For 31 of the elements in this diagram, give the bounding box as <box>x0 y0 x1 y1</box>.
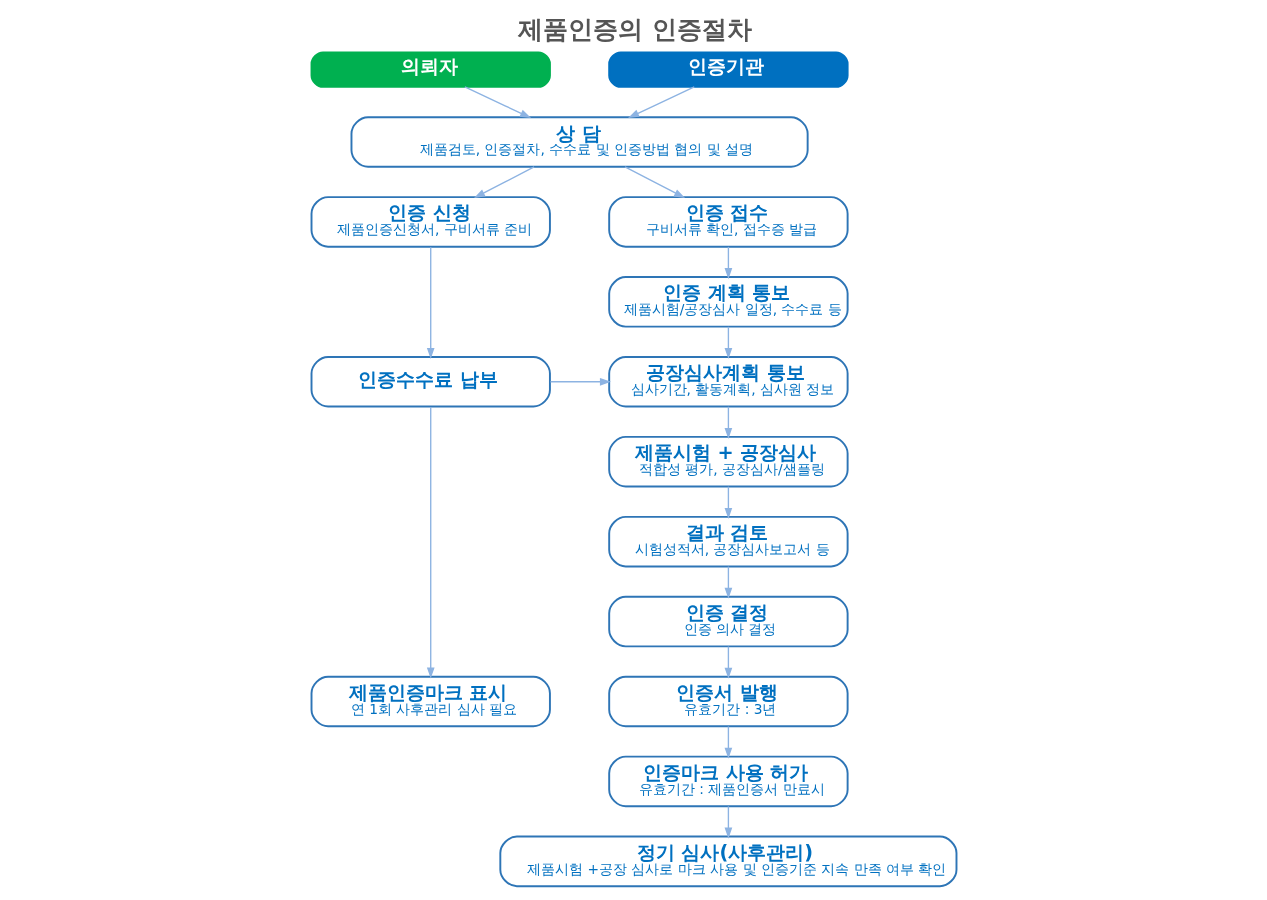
arrow <box>473 166 535 199</box>
arrow <box>627 86 695 118</box>
node-box: 공장심사계획 통보 심사기간, 활동계획, 심사원 정보 <box>607 356 849 408</box>
arrow <box>724 805 732 839</box>
node-box: 정기 심사(사후관리) 제품시험 +공장 심사로 마크 사용 및 인증기준 지속 만족 여부 확인 <box>498 835 957 888</box>
node-box: 인증서 발행 유효기간 : 3년 <box>607 675 849 728</box>
arrow <box>724 565 732 599</box>
node-box: 의뢰자 <box>310 51 551 88</box>
node-box: 인증마크 사용 허가 유효기간 : 제품인증서 만료시 <box>607 755 849 808</box>
arrow <box>724 326 732 360</box>
node-box: 인증수수료 납부 <box>310 356 551 408</box>
node-box: 인증 결정 인증 의사 결정 <box>607 595 849 648</box>
arrow <box>724 486 732 519</box>
arrow <box>724 246 732 280</box>
node-box: 결과 검토 시험성적서, 공장심사보고서 등 <box>607 515 849 568</box>
arrow <box>623 166 685 199</box>
arrow <box>724 725 732 759</box>
node-box: 제품시험 + 공장심사 적합성 평가, 공장심사/샘플링 <box>607 435 849 488</box>
arrow <box>724 645 732 679</box>
arrow <box>426 406 435 679</box>
node-box: 인증 계획 통보 제품시험/공장심사 일정, 수수료 등 <box>607 276 849 328</box>
node-box: 인증 접수 구비서류 확인, 접수증 발급 <box>607 196 849 248</box>
arrow <box>426 246 435 359</box>
arrow <box>549 377 611 386</box>
node-box: 제품인증마크 표시 연 1회 사후관리 심사 필요 <box>310 675 551 728</box>
node-box: 인증 신청 제품인증신청서, 구비서류 준비 <box>310 196 551 248</box>
node-box: 인증기관 <box>607 51 849 88</box>
diagram-title: 제품인증의 인증절차 <box>517 14 752 44</box>
arrow <box>463 86 531 118</box>
arrow <box>724 406 732 439</box>
node-box: 상 담 제품검토, 인증절차, 수수료 및 인증방법 협의 및 설명 <box>350 116 809 168</box>
